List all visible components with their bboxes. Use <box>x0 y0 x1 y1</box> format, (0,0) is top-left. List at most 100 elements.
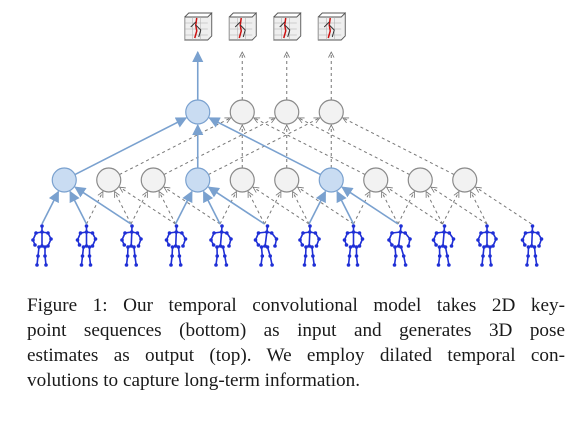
joint <box>312 263 316 267</box>
joint <box>449 244 454 248</box>
active-unit <box>51 167 77 193</box>
caption-line: Figure 1: Our temporal convolutional mod… <box>27 295 565 316</box>
joint <box>87 245 92 249</box>
joint <box>437 254 442 258</box>
joint <box>403 263 408 267</box>
bone <box>174 231 178 247</box>
joint <box>33 243 37 247</box>
joint <box>536 231 540 235</box>
dashed-edge <box>298 117 410 175</box>
joint <box>132 245 136 249</box>
joint <box>485 230 489 234</box>
joint <box>215 254 219 258</box>
joint <box>537 244 541 248</box>
joint <box>488 254 492 258</box>
joint <box>227 244 231 248</box>
active-unit <box>185 99 211 125</box>
skeleton-2d <box>431 224 456 267</box>
pose-3d-limb <box>323 21 330 28</box>
joint <box>526 254 530 258</box>
joint <box>43 254 47 258</box>
skeleton-2d <box>164 224 188 267</box>
joint <box>346 263 351 267</box>
dashed-edge <box>476 187 532 225</box>
joint <box>347 254 352 258</box>
dashed-edge <box>431 187 488 225</box>
unit <box>96 167 122 193</box>
joint <box>84 224 89 228</box>
joint <box>129 244 133 248</box>
joint <box>431 238 436 242</box>
joint <box>37 245 41 249</box>
inactive-connections <box>86 52 532 225</box>
network-diagram <box>31 11 544 267</box>
dashed-edge <box>247 192 265 225</box>
joint <box>169 263 173 267</box>
joint <box>40 244 44 248</box>
pose-3d-box <box>184 11 213 41</box>
joint <box>300 243 305 247</box>
skeleton-2d <box>520 224 544 267</box>
joint <box>260 254 265 258</box>
joint <box>209 238 213 242</box>
joint <box>44 263 48 267</box>
joint <box>317 237 321 241</box>
skeleton-2d <box>387 224 412 267</box>
joint <box>125 254 130 258</box>
joint <box>259 263 263 267</box>
joint <box>485 224 489 228</box>
joint <box>178 263 183 267</box>
joint <box>31 238 35 242</box>
joint <box>534 263 539 267</box>
unit <box>274 99 300 125</box>
dashed-edge <box>164 187 221 225</box>
joint <box>34 231 38 235</box>
dashed-edge <box>254 117 366 175</box>
joint <box>345 231 350 235</box>
joint <box>523 243 527 247</box>
joint <box>46 231 50 235</box>
pose-3d-box <box>273 11 302 41</box>
joint <box>43 245 47 249</box>
joint <box>351 244 356 248</box>
active-edge <box>308 190 327 225</box>
dashed-edge <box>264 192 282 225</box>
active-edge <box>41 190 60 225</box>
pose-3d-spine <box>327 17 332 39</box>
skeleton-2d <box>253 224 279 267</box>
joint <box>256 231 261 235</box>
joint <box>392 263 397 267</box>
joint <box>221 245 225 249</box>
joint <box>491 231 495 235</box>
dashed-edge <box>114 192 132 225</box>
joint <box>494 237 498 241</box>
joint <box>78 231 83 235</box>
joint <box>214 263 218 267</box>
joint <box>36 254 40 258</box>
joint <box>270 263 274 267</box>
dashed-edge <box>343 117 455 175</box>
joint <box>81 245 86 249</box>
joint <box>120 238 124 242</box>
joint <box>265 230 269 234</box>
caption-line: point sequences (bottom) as input and ge… <box>27 320 565 341</box>
joint <box>485 244 489 248</box>
joint <box>183 237 188 241</box>
pose-3d-limb <box>284 24 291 38</box>
pose-3d-spine <box>283 17 287 39</box>
joint <box>307 244 311 248</box>
network-units <box>51 99 478 193</box>
joint <box>273 244 277 248</box>
joint <box>445 254 450 258</box>
pose-3d-limb <box>190 21 197 28</box>
joint <box>308 224 312 228</box>
joint <box>481 254 485 258</box>
box-edge <box>184 12 212 18</box>
joint <box>351 224 356 228</box>
caption-line: volutions to capture long-term informati… <box>27 370 361 391</box>
joint <box>88 263 93 267</box>
joint <box>173 244 178 248</box>
joint <box>442 224 447 228</box>
joint <box>170 245 175 249</box>
unit <box>452 167 478 193</box>
